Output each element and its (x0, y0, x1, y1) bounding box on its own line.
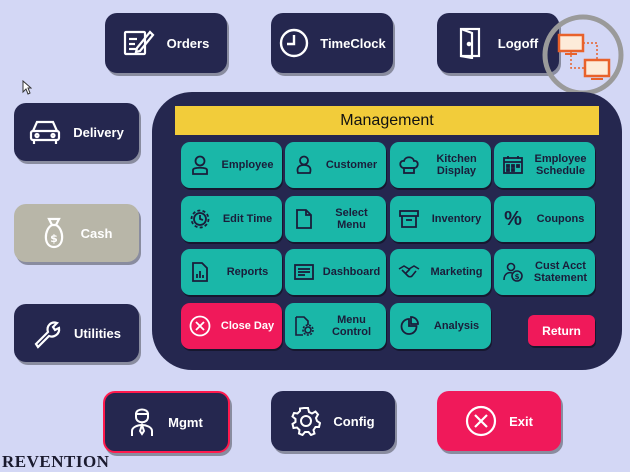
person-icon (189, 155, 211, 175)
edit-time-button[interactable]: Edit Time (181, 196, 282, 242)
exit-label: Exit (509, 413, 533, 429)
person-dollar-icon: $ (502, 262, 524, 282)
notepad-pencil-icon (123, 28, 155, 58)
logoff-label: Logoff (497, 35, 539, 51)
pie-chart-icon (398, 316, 420, 336)
employee-button[interactable]: Employee (181, 142, 282, 188)
car-icon (29, 119, 61, 145)
gear-icon (291, 406, 322, 436)
return-button[interactable]: Return (528, 315, 595, 346)
clock-icon (278, 27, 310, 59)
employee-schedule-button[interactable]: Employee Schedule (494, 142, 595, 188)
marketing-button[interactable]: Marketing (390, 249, 491, 295)
close-day-button[interactable]: Close Day (181, 303, 282, 349)
box-icon (398, 210, 420, 228)
cust-acct-statement-button[interactable]: $ Cust Acct Statement (494, 249, 595, 295)
select-menu-button[interactable]: Select Menu (285, 196, 386, 242)
dashboard-icon (293, 264, 315, 280)
timeclock-label: TimeClock (320, 35, 386, 51)
close-circle-icon (189, 315, 211, 337)
dashboard-button[interactable]: Dashboard (285, 249, 386, 295)
mgmt-button[interactable]: Mgmt (103, 391, 230, 453)
orders-button[interactable]: Orders (105, 13, 227, 73)
management-title: Management (175, 106, 599, 135)
edit-time-label: Edit Time (222, 213, 273, 225)
money-bag-icon: $ (41, 217, 67, 249)
select-menu-label: Select Menu (335, 207, 368, 231)
svg-text:$: $ (515, 273, 520, 281)
wrench-icon (32, 317, 64, 349)
cash-label: Cash (80, 225, 113, 241)
config-label: Config (333, 413, 375, 429)
person-outline-icon (293, 155, 315, 175)
chef-hat-icon (398, 155, 420, 175)
handshake-icon (398, 264, 420, 280)
logoff-button[interactable]: Logoff (437, 13, 559, 73)
customer-label: Customer (325, 159, 378, 171)
kitchen-display-button[interactable]: Kitchen Display (390, 142, 491, 188)
inventory-button[interactable]: Inventory (390, 196, 491, 242)
network-icon[interactable] (540, 12, 626, 98)
kitchen-display-label: Kitchen Display (436, 153, 477, 177)
mgmt-label: Mgmt (168, 414, 203, 430)
marketing-label: Marketing (430, 266, 483, 278)
menu-control-button[interactable]: Menu Control (285, 303, 386, 349)
cust-acct-statement-label: Cust Acct Statement (533, 260, 588, 284)
reports-label: Reports (226, 266, 269, 278)
utilities-label: Utilities (74, 325, 121, 341)
gear-clock-icon (189, 209, 211, 229)
exit-button[interactable]: Exit (437, 391, 561, 451)
percent-icon: % (504, 207, 522, 230)
document-icon (293, 209, 315, 229)
delivery-label: Delivery (73, 124, 124, 140)
document-gear-icon (293, 316, 315, 336)
close-circle-icon (465, 405, 497, 437)
door-icon (458, 27, 484, 59)
employee-schedule-label: Employee Schedule (534, 153, 587, 177)
menu-control-label: Menu Control (331, 314, 372, 338)
manager-icon (130, 407, 154, 437)
employee-label: Employee (221, 159, 274, 171)
close-day-label: Close Day (220, 320, 275, 332)
report-icon (189, 262, 211, 282)
analysis-label: Analysis (433, 320, 480, 332)
reports-button[interactable]: Reports (181, 249, 282, 295)
dashboard-label: Dashboard (322, 266, 381, 278)
orders-label: Orders (166, 35, 210, 51)
config-button[interactable]: Config (271, 391, 395, 451)
coupons-label: Coupons (536, 213, 585, 225)
calendar-icon (502, 156, 524, 174)
timeclock-button[interactable]: TimeClock (271, 13, 393, 73)
analysis-button[interactable]: Analysis (390, 303, 491, 349)
coupons-button[interactable]: % Coupons (494, 196, 595, 242)
delivery-button[interactable]: Delivery (14, 103, 139, 161)
revention-logo: REVENTION (2, 452, 110, 471)
utilities-button[interactable]: Utilities (14, 304, 139, 362)
cash-button[interactable]: $ Cash (14, 204, 139, 262)
svg-text:$: $ (50, 232, 58, 245)
customer-button[interactable]: Customer (285, 142, 386, 188)
inventory-label: Inventory (431, 213, 482, 225)
mouse-cursor-icon (22, 80, 32, 95)
